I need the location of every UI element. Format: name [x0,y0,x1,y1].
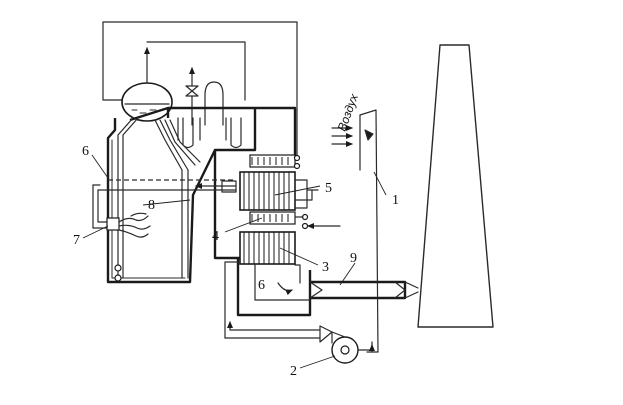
chimney-stack [417,44,494,328]
label-8: 8 [148,198,155,213]
gas-flow-arrow [277,282,293,296]
label-1: 1 [392,193,399,208]
furnace-chamber [111,139,186,279]
leader-lines [82,154,387,369]
steam-circulation-loop [102,21,298,159]
boiler-casing [106,106,312,317]
valve-assembly [185,67,224,126]
label-2: 2 [290,364,297,379]
label-9: 9 [350,251,357,266]
blower-fan [224,261,375,364]
burner [106,212,151,238]
superheater-coils [177,117,242,149]
label-7: 7 [73,233,80,248]
label-5: 5 [325,181,332,196]
economizer-section [249,154,301,170]
label-4: 4 [212,229,219,244]
label-6-inner: 6 [258,278,265,293]
secondary-air-duct [92,179,237,229]
label-6-outer: 6 [82,144,89,159]
flue-gas-duct [254,263,419,301]
air-intake-duct [331,109,379,353]
economizer-coils [249,211,341,230]
label-3: 3 [322,260,329,275]
air-heater-lower [239,231,296,265]
bottom-drains [114,264,122,282]
label-air: Воздух [335,91,362,133]
air-heater-upper [239,171,319,211]
furnace-tubes [117,117,201,279]
